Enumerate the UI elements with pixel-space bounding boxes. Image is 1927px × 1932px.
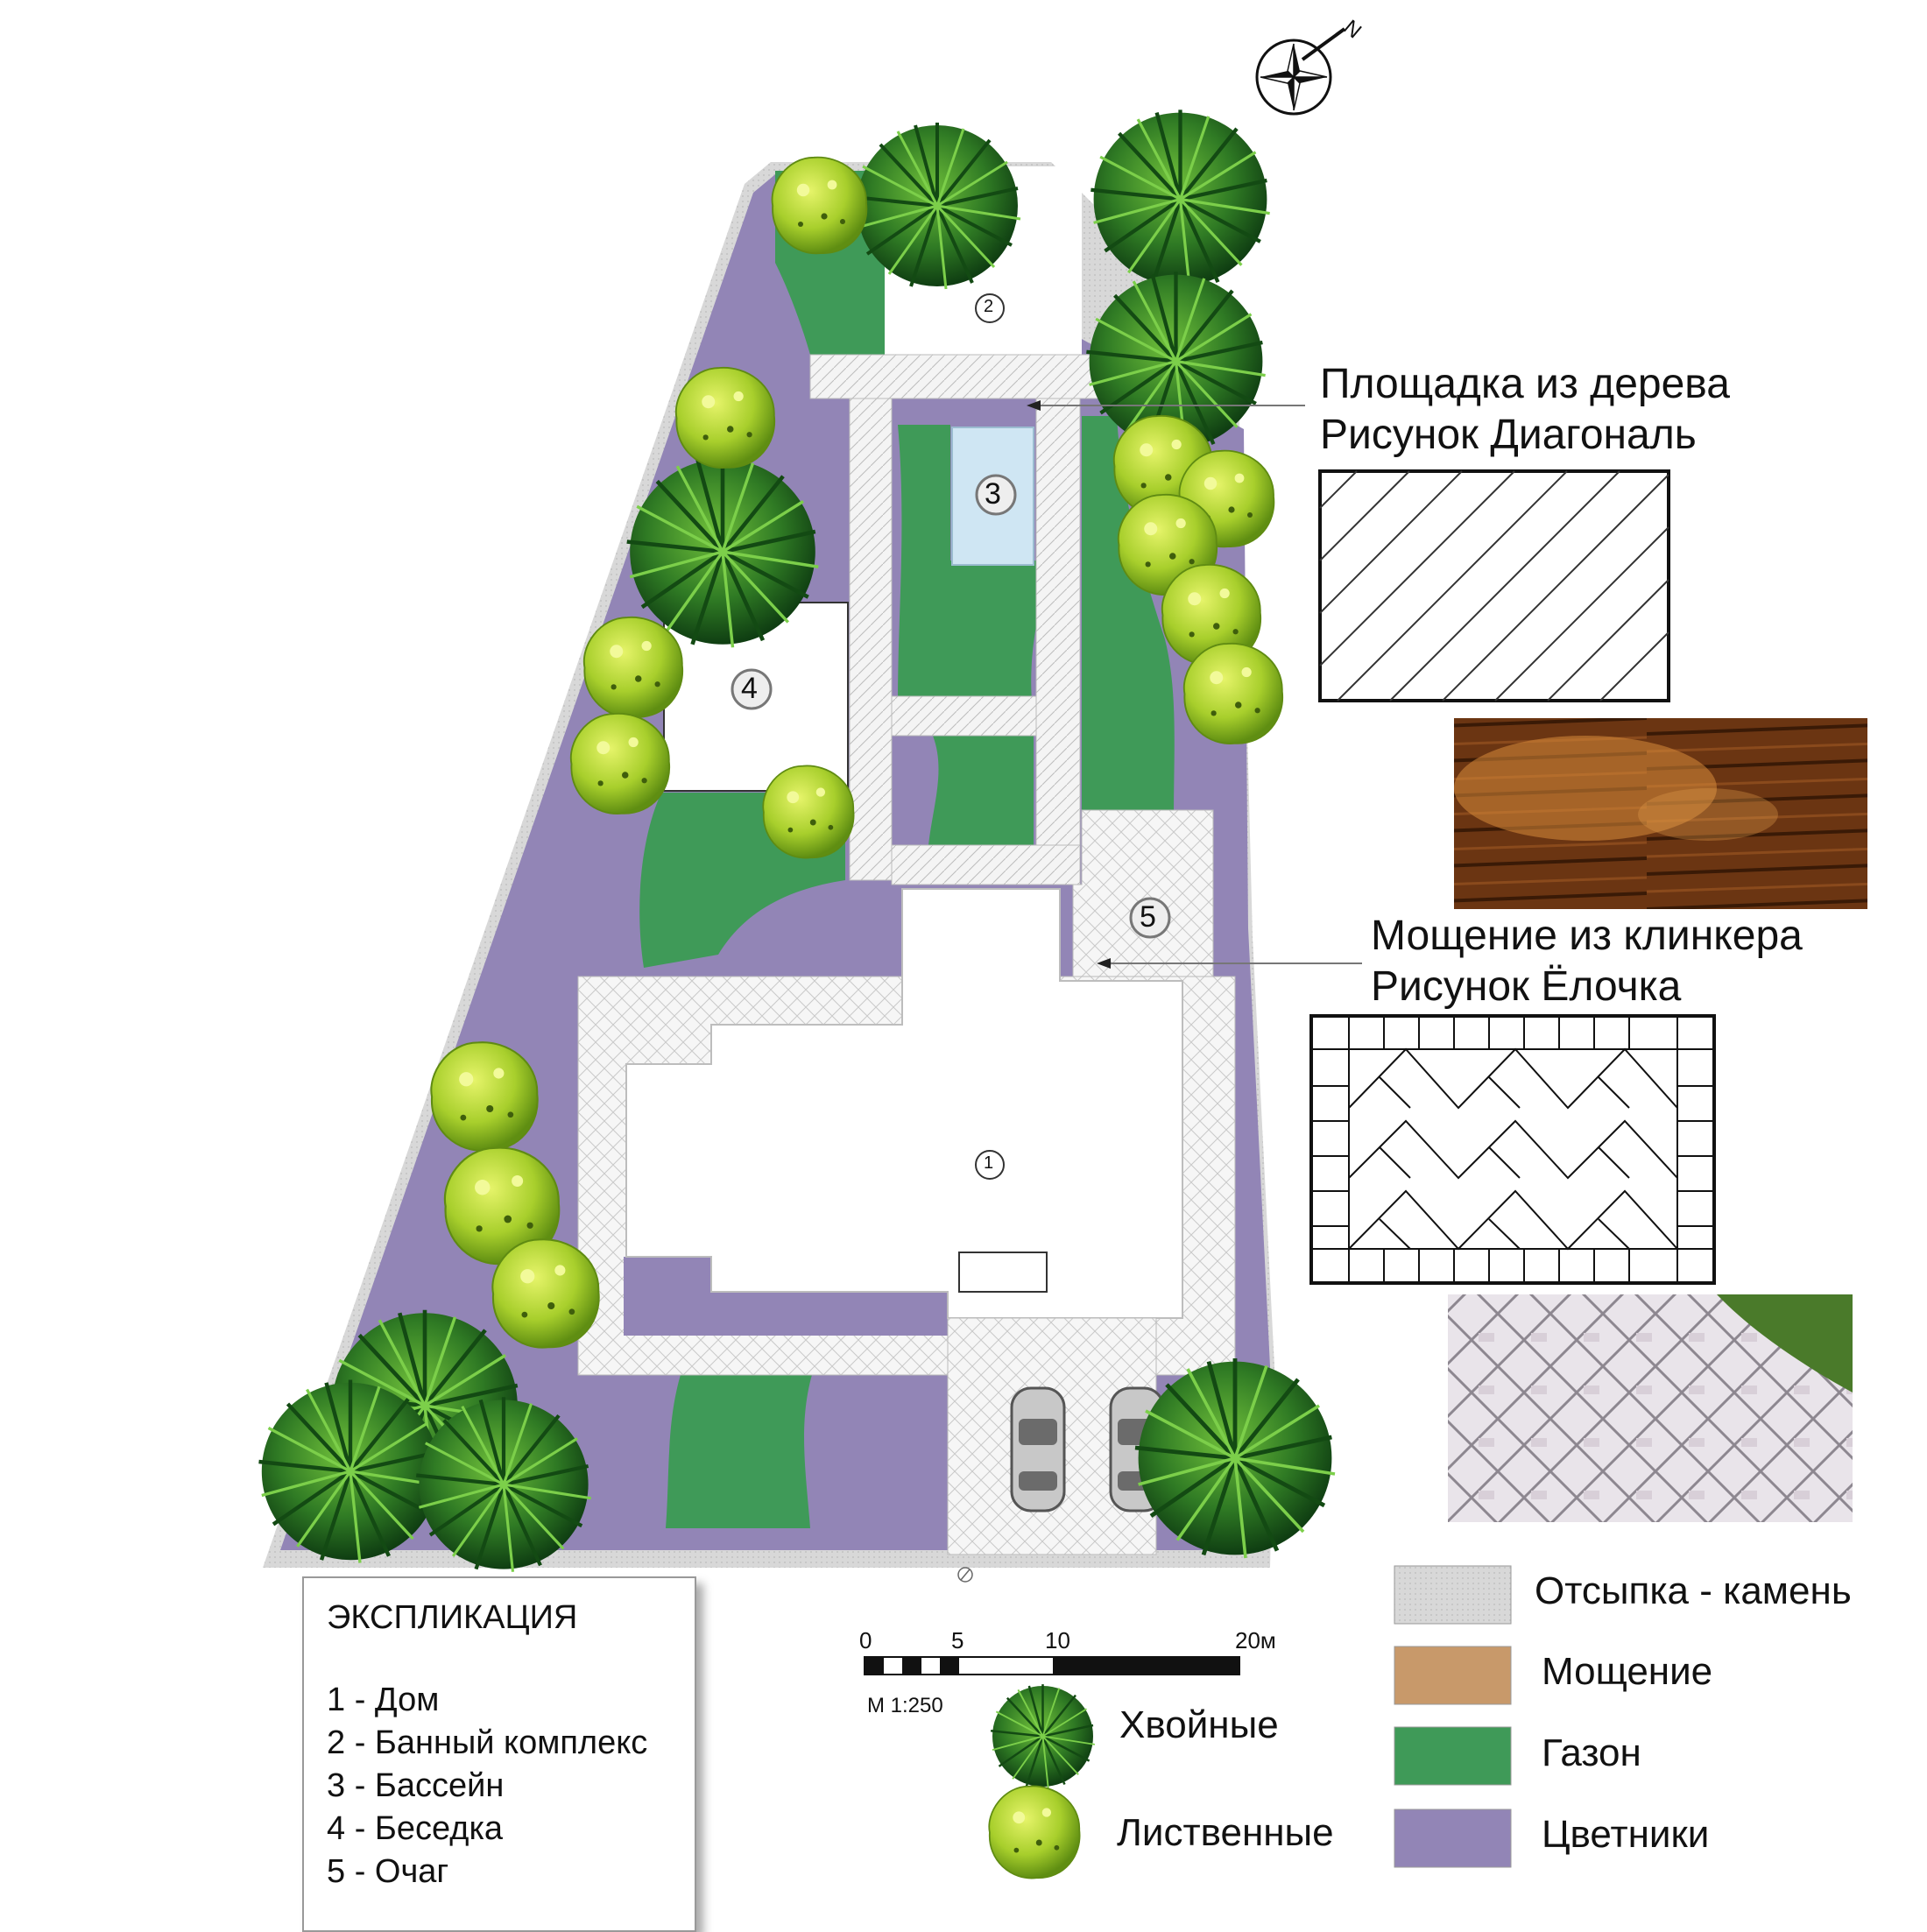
deciduous-tree: [762, 765, 855, 859]
scale-caption: М 1:250: [867, 1694, 943, 1717]
deciduous-tree: [430, 1041, 539, 1152]
marker-circle-2: [975, 293, 1005, 323]
deciduous-tree: [771, 156, 868, 255]
walkway-right: [1035, 398, 1081, 881]
house: [625, 888, 1183, 1319]
lawn-bottom: [666, 1366, 815, 1528]
hearth-paving: [1072, 809, 1214, 982]
wood-callout-pattern: Рисунок Диагональ: [1320, 412, 1697, 458]
legend-flowerbed-label: Цветники: [1542, 1813, 1710, 1856]
marker-circle-5: [1129, 897, 1171, 939]
compass-icon: [1255, 27, 1346, 116]
porch: [958, 1252, 1048, 1293]
clinker-callout-title: Мощение из клинкера: [1371, 913, 1803, 959]
clinker-border-bricks: [1311, 1016, 1714, 1283]
deciduous-tree: [582, 616, 684, 719]
explication-item: 5 - Очаг: [327, 1853, 449, 1890]
deciduous-tree: [674, 366, 776, 469]
explication-box: ЭКСПЛИКАЦИЯ 1 - Дом 2 - Банный комплекс …: [302, 1576, 696, 1932]
legend-lawn-label: Газон: [1542, 1731, 1641, 1774]
marker-circle-1: [975, 1150, 1005, 1180]
swatch-lawn: [1394, 1726, 1512, 1786]
conifers-label: Хвойные: [1119, 1703, 1279, 1746]
lawn-right: [1082, 416, 1175, 814]
swatch-paving: [1394, 1646, 1512, 1705]
deciduous-tree: [569, 712, 671, 815]
clinker-callout-pattern: Рисунок Ёлочка: [1371, 963, 1682, 1010]
swatch-flowerbed: [1394, 1809, 1512, 1868]
walkway-bottom: [891, 844, 1081, 885]
explication-item: 4 - Беседка: [327, 1810, 504, 1847]
wood-pattern-hatch: [1319, 470, 1669, 702]
scale-tick-0: 0: [859, 1627, 872, 1653]
explication-item: 1 - Дом: [327, 1682, 440, 1718]
marker-bath: 2: [984, 297, 994, 316]
car-1-icon: [1010, 1386, 1066, 1512]
scale-tick-20: 20м: [1235, 1627, 1276, 1653]
marker-circle-3: [975, 474, 1017, 516]
clinker-herringbone: [1348, 1047, 1678, 1251]
marker-gazebo: 4: [741, 672, 758, 705]
explication-item: 2 - Банный комплекс: [327, 1724, 648, 1761]
walkway-left: [849, 398, 893, 881]
deciduous-tree: [491, 1238, 600, 1349]
lawn-center-lower: [928, 736, 1034, 845]
marker-house: 1: [984, 1153, 994, 1173]
scale-bar: [864, 1656, 1240, 1675]
marker-circle-4: [731, 668, 773, 710]
explication-item: 3 - Бассейн: [327, 1767, 505, 1804]
walkway-cross: [891, 695, 1037, 737]
scale-tick-10: 10: [1045, 1627, 1070, 1653]
scale-tick-5: 5: [951, 1627, 964, 1653]
marker-hearth: 5: [1140, 900, 1156, 934]
deciduous-label: Лиственные: [1117, 1811, 1334, 1854]
swatch-gravel: [1394, 1565, 1512, 1625]
deciduous-legend-icon: [988, 1785, 1081, 1879]
conifer-legend-icon: [989, 1682, 1097, 1790]
legend-gravel-label: Отсыпка - камень: [1535, 1569, 1852, 1612]
bath-terrace: [809, 354, 1113, 399]
legend-paving-label: Мощение: [1542, 1650, 1713, 1693]
marker-pool: 3: [985, 477, 1001, 511]
deciduous-tree: [1182, 642, 1284, 745]
explication-title: ЭКСПЛИКАЦИЯ: [327, 1599, 578, 1636]
wood-callout-title: Площадка из дерева: [1320, 361, 1730, 407]
